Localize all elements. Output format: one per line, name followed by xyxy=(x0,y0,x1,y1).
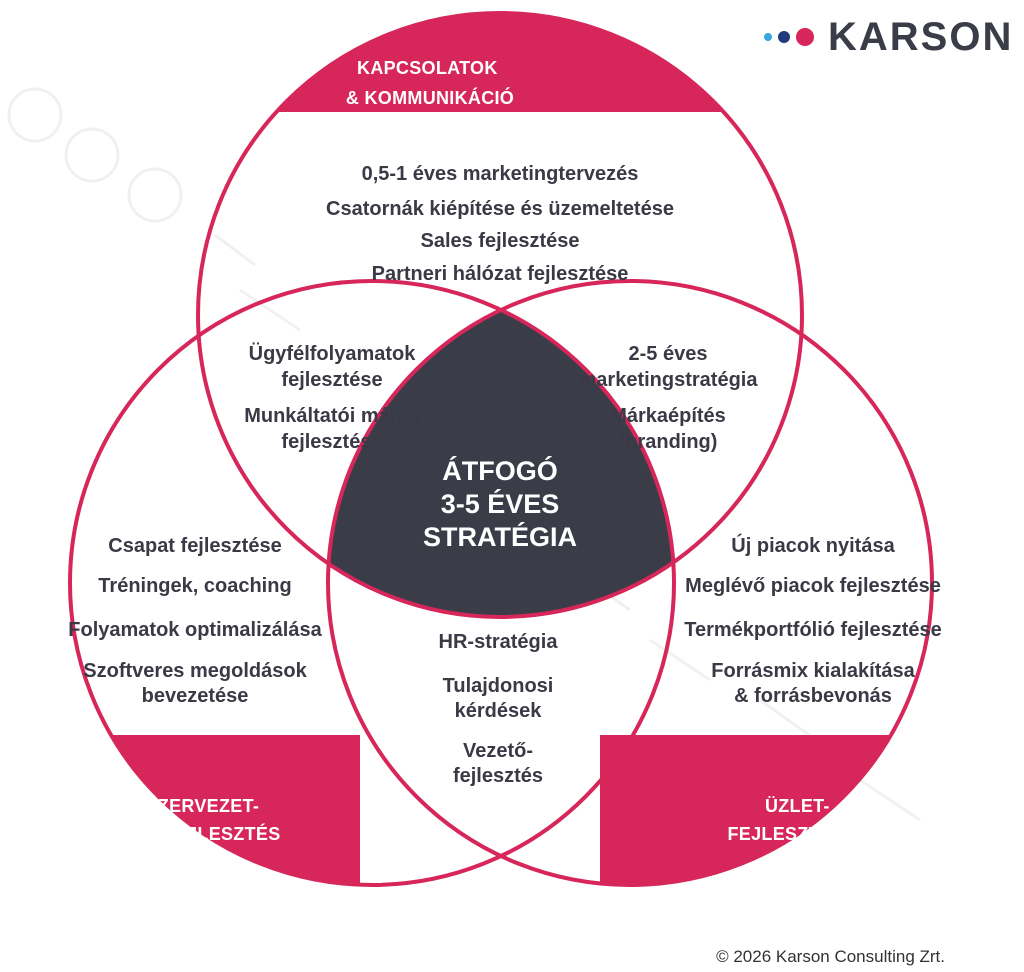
right-item: Termékportfólió fejlesztése xyxy=(684,619,941,641)
overlap-line: kérdések xyxy=(455,700,543,722)
logo-dot-blue xyxy=(764,33,772,41)
overlap-line: Márkaépítés xyxy=(610,405,726,427)
karson-logo: KARSON xyxy=(764,15,1013,59)
top-caption: KAPCSOLATOK & KOMMUNIKÁCIÓ xyxy=(346,58,514,108)
center-line: STRATÉGIA xyxy=(423,521,577,552)
left-item: Folyamatok optimalizálása xyxy=(68,619,322,641)
top-item: Partneri hálózat fejlesztése xyxy=(372,263,629,285)
right-item: Új piacok nyitása xyxy=(731,533,895,557)
circle-right xyxy=(326,279,934,887)
logo-dot-red xyxy=(796,28,814,46)
left-caption-line-2: FEJLESZTÉS xyxy=(163,823,280,844)
center-line: ÁTFOGÓ xyxy=(442,455,558,486)
left-items: Csapat fejlesztése Tréningek, coaching F… xyxy=(68,535,322,707)
logo-dot-navy xyxy=(778,31,790,43)
circle-top xyxy=(196,11,804,619)
left-caption-line-1: SZERVEZET- xyxy=(145,796,259,816)
overlap-line: Munkáltatói márka xyxy=(244,405,420,427)
overlap-line: fejlesztése xyxy=(281,369,382,391)
circle-left xyxy=(68,279,676,887)
top-item: 0,5-1 éves marketingtervezés xyxy=(362,163,639,185)
overlap-left-right: HR-stratégia Tulajdonosi kérdések Vezető… xyxy=(439,631,559,787)
overlap-line: marketingstratégia xyxy=(579,369,759,391)
overlap-top-right: 2-5 éves marketingstratégia Márkaépítés … xyxy=(579,343,759,453)
top-caption-line-1: KAPCSOLATOK xyxy=(357,58,498,78)
right-caption-line-1: ÜZLET- xyxy=(765,796,830,816)
left-item: bevezetése xyxy=(142,685,249,707)
right-caption-line-2: FEJLESZTÉS xyxy=(727,823,844,844)
center-label: ÁTFOGÓ 3-5 ÉVES STRATÉGIA xyxy=(423,455,577,552)
overlap-top-left: Ügyfélfolyamatok fejlesztése Munkáltatói… xyxy=(244,342,420,453)
top-items: 0,5-1 éves marketingtervezés Csatornák k… xyxy=(326,163,674,285)
overlap-line: Ügyfélfolyamatok xyxy=(249,342,417,365)
left-caption: SZERVEZET- FEJLESZTÉS xyxy=(145,796,280,844)
top-item: Csatornák kiépítése és üzemeltetése xyxy=(326,198,674,220)
right-caption: ÜZLET- FEJLESZTÉS xyxy=(727,796,844,844)
left-item: Szoftveres megoldások xyxy=(83,660,307,682)
right-item: Meglévő piacok fejlesztése xyxy=(685,575,941,597)
right-item: Forrásmix kialakítása xyxy=(711,660,915,682)
overlap-line: fejlesztése xyxy=(281,431,382,453)
top-item: Sales fejlesztése xyxy=(421,230,580,252)
overlap-line: Tulajdonosi xyxy=(443,675,554,697)
overlap-line: Vezető- xyxy=(463,740,533,762)
top-caption-line-2: & KOMMUNIKÁCIÓ xyxy=(346,87,514,108)
overlap-line: 2-5 éves xyxy=(629,343,708,365)
center-line: 3-5 ÉVES xyxy=(441,488,560,519)
overlap-line: fejlesztés xyxy=(453,765,543,787)
left-item: Tréningek, coaching xyxy=(98,575,291,597)
copyright-notice: © 2026 Karson Consulting Zrt. xyxy=(716,947,945,966)
overlap-line: (branding) xyxy=(619,431,718,453)
center-region xyxy=(328,281,674,617)
right-items: Új piacok nyitása Meglévő piacok fejlesz… xyxy=(684,533,941,707)
overlap-line: HR-stratégia xyxy=(439,631,559,653)
left-item: Csapat fejlesztése xyxy=(108,535,281,557)
logo-text: KARSON xyxy=(828,15,1013,59)
right-item: & forrásbevonás xyxy=(734,685,892,707)
